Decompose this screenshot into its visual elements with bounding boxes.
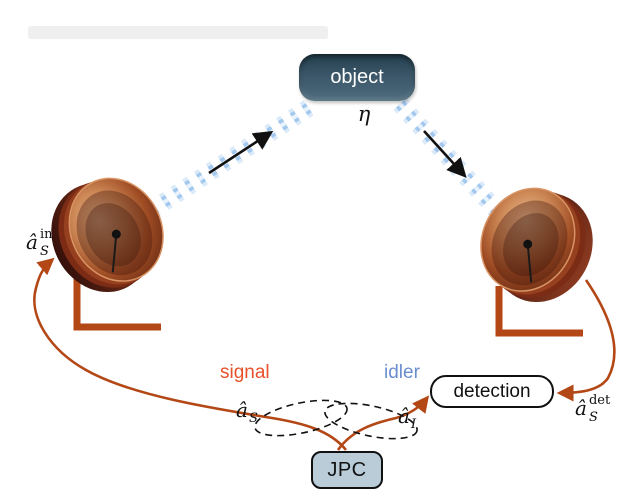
left-antenna-dish bbox=[51, 177, 164, 293]
object-label: object bbox=[330, 66, 384, 88]
a-s-det-sub: S bbox=[588, 410, 598, 425]
a-s-in-scripts: in S bbox=[40, 228, 53, 258]
a-s-in-sub: S bbox=[39, 244, 49, 259]
idler-mode-ellipse bbox=[324, 402, 418, 440]
right-feed-arm bbox=[526, 244, 533, 283]
detection-box: detection bbox=[430, 375, 554, 408]
right-dish-stand bbox=[495, 286, 583, 337]
a-i-base: â bbox=[398, 404, 410, 428]
object-box: object bbox=[299, 54, 415, 101]
a-s-in-sup: in bbox=[39, 227, 53, 242]
a-s-sub: S bbox=[248, 411, 258, 426]
jpc-label: JPC bbox=[327, 458, 367, 481]
a-s-in-label: â in S bbox=[26, 228, 52, 258]
left-feed-arm bbox=[111, 234, 118, 273]
idler-label: idler bbox=[384, 362, 420, 383]
background-artifact bbox=[28, 26, 328, 39]
a-s-label: â S bbox=[236, 396, 258, 426]
left-feed-dot bbox=[111, 229, 121, 239]
right-antenna-dish bbox=[480, 187, 593, 303]
a-s-det-base: â bbox=[575, 396, 587, 420]
right-feed-dot bbox=[523, 239, 533, 249]
a-s-base: â bbox=[236, 398, 248, 422]
detected-signal-wire bbox=[556, 279, 616, 402]
a-s-det-scripts: det S bbox=[589, 394, 610, 424]
jpc-box: JPC bbox=[311, 451, 383, 489]
signal-mode-ellipse bbox=[254, 399, 348, 437]
signal-wire bbox=[33, 257, 348, 451]
entanglement-ellipses bbox=[254, 399, 418, 440]
a-s-in-base: â bbox=[26, 230, 38, 254]
a-s-det-label: â det S bbox=[575, 394, 610, 424]
a-s-det-sup: det bbox=[588, 393, 611, 408]
a-i-sub: I bbox=[410, 417, 417, 432]
beam-arrow-right bbox=[423, 130, 467, 178]
left-dish-stand bbox=[73, 276, 161, 331]
signal-label: signal bbox=[220, 362, 270, 383]
a-i-label: â I bbox=[398, 402, 416, 432]
eta-label: η bbox=[357, 102, 371, 126]
beam-arrow-left bbox=[208, 130, 274, 175]
signal-beam-left bbox=[147, 95, 321, 218]
idler-wire bbox=[336, 395, 430, 451]
detection-label: detection bbox=[453, 380, 531, 402]
